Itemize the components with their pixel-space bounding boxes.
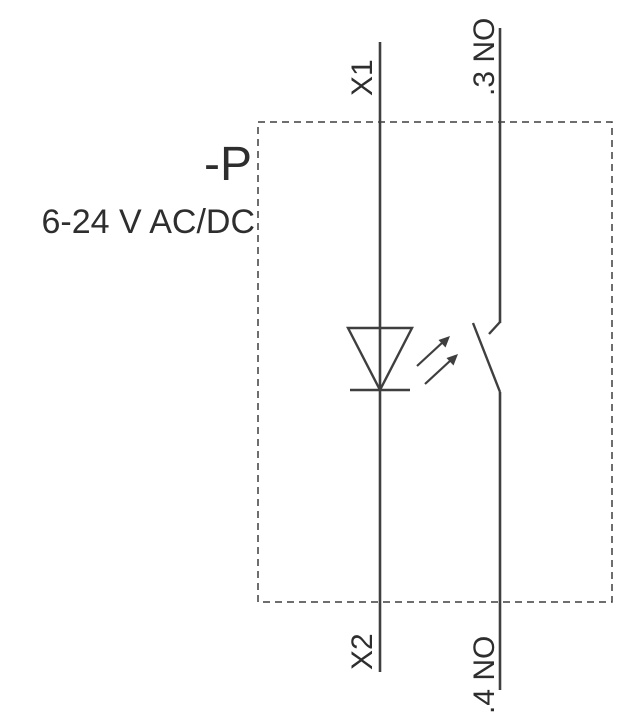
light-emission-arrows-icon <box>416 336 458 385</box>
terminal-label-3no: .3 NO <box>468 18 501 96</box>
terminal-label-4no: .4 NO <box>468 636 501 714</box>
voltage-rating-label: 6-24 V AC/DC <box>41 203 255 241</box>
contact-blade <box>471 322 502 393</box>
terminal-label-x1: X1 <box>346 59 379 96</box>
terminal-label-x2: X2 <box>346 633 379 670</box>
led-triangle <box>346 326 414 393</box>
light-arrow-2 <box>424 354 458 385</box>
component-boundary-box <box>257 121 613 603</box>
contact-fixed-tick <box>488 321 501 335</box>
light-arrow-1 <box>416 336 450 367</box>
component-designation-label: -P <box>204 138 252 191</box>
no-contact-symbol <box>471 321 502 393</box>
led-symbol <box>346 326 414 393</box>
